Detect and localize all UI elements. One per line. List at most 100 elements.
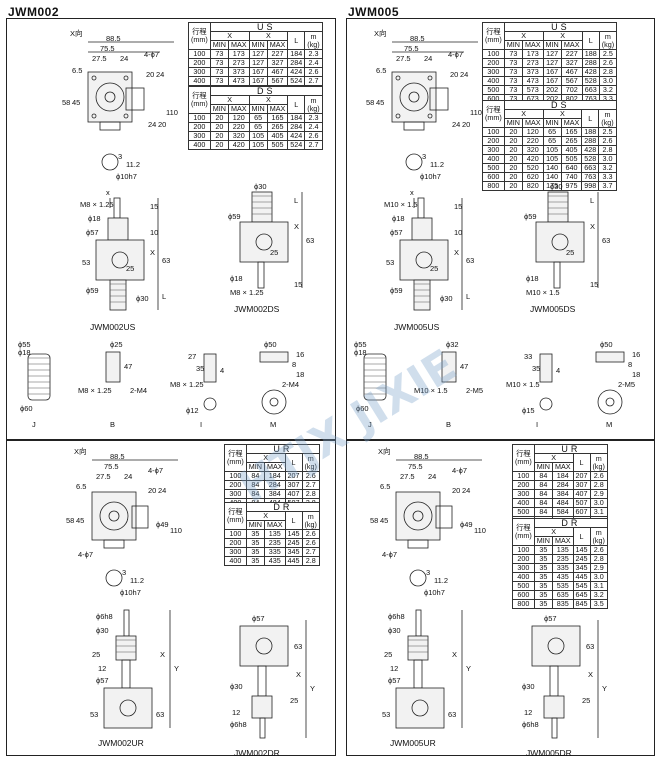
- drawing-line: [407, 635, 429, 661]
- dim-27: 33: [524, 352, 533, 361]
- dim-holes: 4-ϕ7: [448, 50, 464, 59]
- pin-hole: [203, 397, 217, 411]
- shaft-section: [405, 153, 423, 171]
- table-cell: 524: [287, 76, 306, 86]
- dim-key: 3: [118, 152, 123, 161]
- drawing-line: [115, 635, 137, 661]
- drawing-line: [123, 609, 130, 637]
- dim-45: 45: [380, 516, 389, 525]
- col-l: L: [287, 95, 306, 114]
- dim-holes: 4-ϕ7: [144, 50, 160, 59]
- dim-63: 63: [586, 642, 595, 651]
- dim-d59: ϕ59: [524, 212, 537, 221]
- drawing-line: [111, 251, 129, 269]
- drawing-line: [415, 609, 422, 637]
- dim-20: 20: [452, 486, 461, 495]
- drawing-line: [239, 625, 289, 667]
- dim-holes-b: 4-ϕ7: [382, 550, 398, 559]
- drawing-line: [399, 82, 429, 112]
- dim-15: 15: [150, 202, 159, 211]
- dim-key: 3: [122, 568, 127, 577]
- table-type: DR: [533, 518, 608, 528]
- bolt-hole: [395, 75, 401, 81]
- dim-75-5: 75.5: [404, 44, 419, 53]
- dim-2m-m: 2-M5: [618, 380, 636, 389]
- dim-holes: 4-ϕ7: [148, 466, 164, 475]
- dim-d50: ϕ50: [600, 340, 613, 349]
- model-caption: JWM005US: [394, 322, 440, 332]
- dim-63: 63: [602, 236, 611, 245]
- dim-25: 25: [384, 650, 393, 659]
- dim-110: 110: [170, 526, 182, 535]
- dim-x: X: [588, 670, 594, 679]
- dim-d59: ϕ59: [390, 286, 403, 295]
- thread-dim: M8 × 1.25: [78, 386, 112, 395]
- dim-27-5: 27.5: [92, 54, 107, 63]
- dim-20: 20: [146, 70, 155, 79]
- panel-jwm002-r: [6, 440, 336, 756]
- drawing-line: [255, 637, 273, 655]
- drawing-line: [99, 501, 129, 531]
- table-cell: 3.7: [598, 181, 617, 191]
- dim-d25: ϕ32: [446, 340, 459, 349]
- shaft-dim: ϕ10h7: [420, 172, 441, 181]
- dim-10: 10: [454, 228, 463, 237]
- dim-x: X: [590, 222, 596, 231]
- drawing-line: [257, 665, 267, 697]
- col-l: L: [572, 527, 591, 546]
- model-caption: JWM005DR: [526, 748, 572, 758]
- drawing-line: [251, 191, 273, 223]
- dim-25: 25: [92, 650, 101, 659]
- dim-d57: ϕ57: [252, 614, 265, 623]
- drawing-line: [403, 121, 425, 131]
- stroke-header: 行程(mm): [512, 518, 535, 546]
- table-cell: 445: [284, 556, 303, 566]
- table-cell: 3.5: [589, 599, 608, 609]
- accessory-i: I: [200, 420, 203, 429]
- dim-6-5: 6.5: [376, 66, 387, 75]
- dim-d60: ϕ60: [20, 404, 33, 413]
- dim-y: Y: [466, 664, 472, 673]
- model-caption: JWM005DS: [530, 304, 576, 314]
- dim-6-5: 6.5: [76, 482, 87, 491]
- drawing-line: [403, 501, 433, 531]
- dim-45: 45: [376, 98, 385, 107]
- stroke-header: 行程(mm): [224, 502, 247, 530]
- table-cell: 175: [542, 181, 562, 191]
- drawing-line: [257, 261, 265, 289]
- dim-l: L: [162, 292, 167, 301]
- drawing-line: [395, 687, 445, 729]
- thread-dim: M8 × 1.25: [230, 288, 264, 297]
- dim-18: 18: [632, 370, 641, 379]
- dim-27-5: 27.5: [96, 472, 111, 481]
- col-m: m(kg): [301, 511, 320, 530]
- table-cell: 105: [248, 140, 268, 150]
- model-caption: JWM002DR: [234, 748, 280, 758]
- dim-d55: ϕ55: [18, 340, 31, 349]
- drawing-line: [535, 221, 585, 263]
- drawing-line: [103, 539, 125, 549]
- drawing-line: [435, 505, 453, 529]
- dim-d18: ϕ18: [354, 348, 367, 357]
- dim-y: Y: [602, 684, 608, 693]
- dim-20-b: 20: [158, 120, 167, 129]
- dim-d30: ϕ30: [550, 182, 563, 191]
- dim-24: 24: [424, 54, 433, 63]
- dim-53: 53: [90, 710, 99, 719]
- dim-58: 58: [62, 98, 71, 107]
- dim-x: X: [452, 650, 458, 659]
- bellows: [27, 353, 51, 401]
- drawing-line: [255, 233, 273, 251]
- dim-110: 110: [474, 526, 486, 535]
- dim-key: 3: [422, 152, 427, 161]
- panel-jwm005-r: [346, 440, 655, 756]
- dim-12: 12: [390, 664, 399, 673]
- col-l: L: [572, 453, 591, 472]
